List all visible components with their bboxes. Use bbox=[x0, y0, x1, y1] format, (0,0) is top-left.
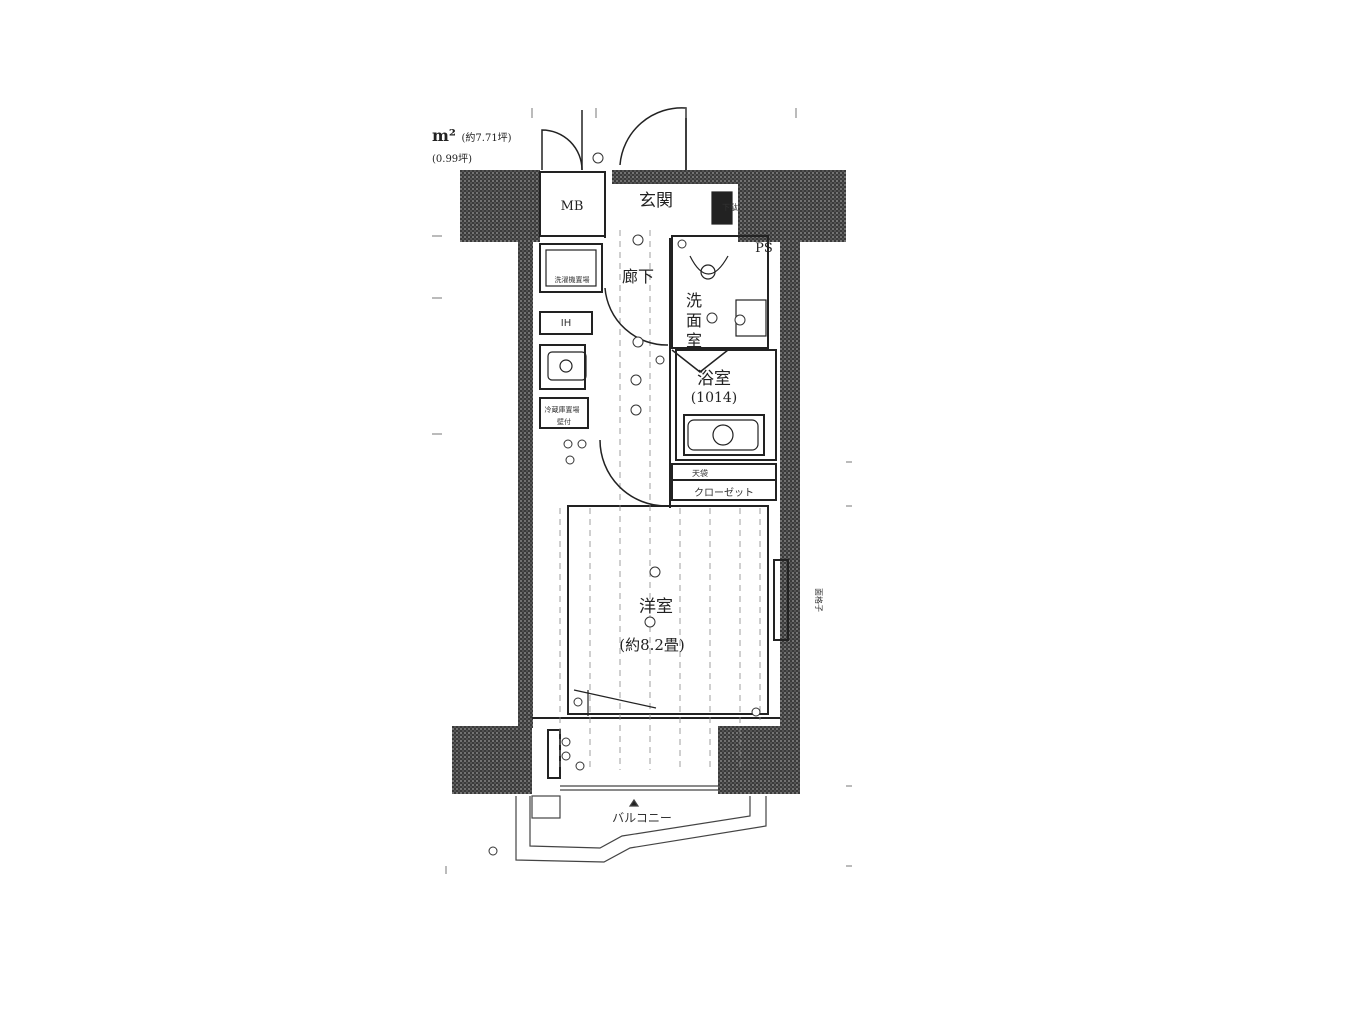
label-closet: クローゼット bbox=[694, 487, 754, 499]
label-washitsu-note: 壁付 bbox=[557, 417, 571, 426]
area-tsubo: (約7.71坪) bbox=[461, 133, 512, 144]
label-sentakuki: 洗濯機置場 bbox=[555, 275, 590, 284]
area-unit: m² bbox=[432, 126, 456, 145]
label-reizouko: 冷蔵庫置場 bbox=[545, 405, 580, 414]
label-kitchen: IH bbox=[561, 318, 571, 329]
interior-walls bbox=[532, 171, 789, 779]
area-sub-label: (0.99坪) bbox=[432, 154, 473, 165]
room-label-youshitsu: 洋室 bbox=[639, 597, 673, 617]
border-ticks bbox=[432, 108, 852, 874]
balcony-outline bbox=[515, 785, 767, 863]
label-tenbukuro: 天袋 bbox=[692, 468, 708, 478]
room-label-senmen-3: 室 bbox=[686, 331, 702, 350]
room-label-youshitsu-size: (約8.2畳) bbox=[619, 636, 685, 654]
room-label-mb: MB bbox=[561, 199, 584, 214]
room-label-yokushitsu: 浴室 bbox=[697, 369, 731, 389]
room-label-ps: PS bbox=[755, 241, 773, 256]
room-label-rouka: 廊下 bbox=[622, 267, 654, 286]
room-label-balcony: バルコニー bbox=[612, 811, 672, 825]
structural-walls bbox=[452, 170, 846, 794]
fixtures bbox=[545, 191, 767, 716]
room-label-genkan: 玄関 bbox=[639, 191, 673, 211]
outlet-symbols bbox=[488, 152, 761, 856]
floor-lines bbox=[559, 230, 761, 770]
label-right-note: 面格子 bbox=[814, 588, 824, 612]
area-label: m² (約7.71坪) bbox=[432, 126, 512, 145]
label-getabako: 下駄 bbox=[722, 202, 738, 212]
room-label-bath-size: (1014) bbox=[691, 390, 738, 406]
doors bbox=[541, 107, 729, 507]
room-label-senmen-2: 面 bbox=[686, 311, 702, 330]
room-label-senmen-1: 洗 bbox=[686, 291, 702, 310]
